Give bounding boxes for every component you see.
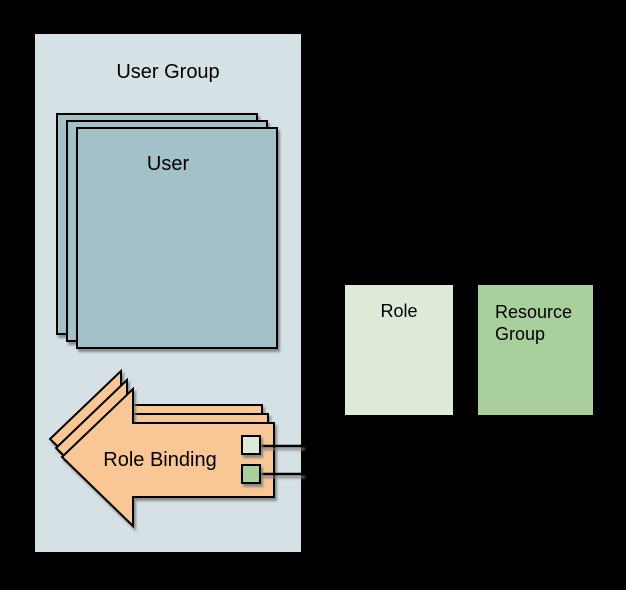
connectors <box>241 435 303 484</box>
resource-group-box <box>478 285 593 415</box>
resource-group-node: Resource Group <box>478 285 593 415</box>
role-binding-stack: Role Binding <box>48 368 275 529</box>
user-group-label: User Group <box>116 61 219 83</box>
role-node: Role <box>345 285 453 415</box>
user-card-front <box>76 127 278 349</box>
role-binding-label: Role Binding <box>103 449 216 471</box>
role-label: Role <box>380 301 417 321</box>
role-connector-marker <box>241 435 261 455</box>
user-label: User <box>147 153 190 175</box>
resource-group-label-line2: Group <box>495 324 545 344</box>
resource-group-connector-marker <box>241 464 261 484</box>
role-binding-arrow-front <box>60 386 275 529</box>
user-stack: User <box>56 113 278 349</box>
role-box <box>345 285 453 415</box>
resource-group-label-line1: Resource <box>495 302 572 322</box>
